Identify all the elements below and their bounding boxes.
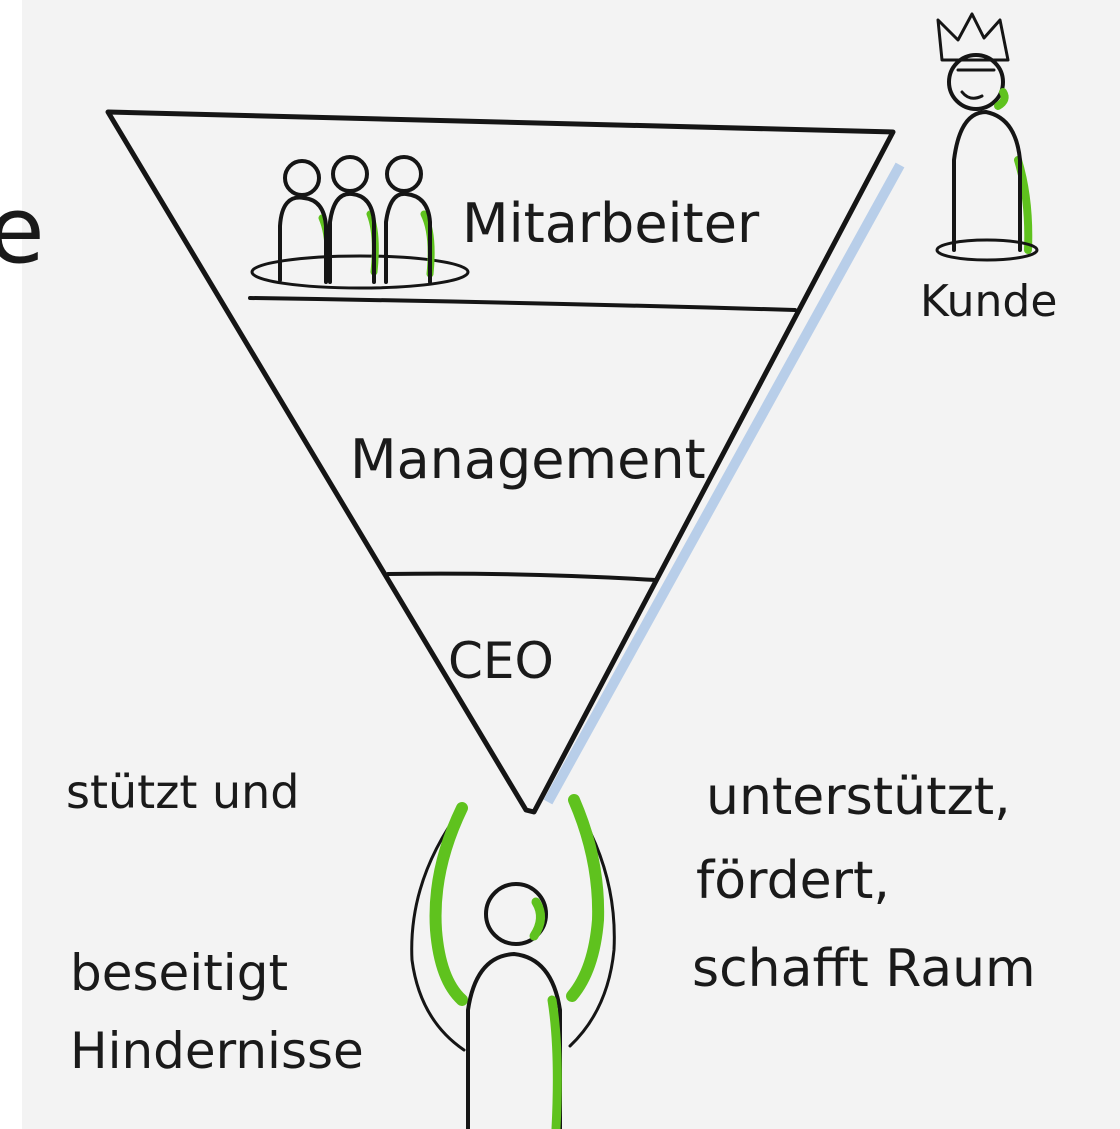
pyramid-shadow <box>543 162 905 805</box>
annotation-right-line-1: unterstützt, <box>706 767 1011 827</box>
annotation-right-line-3: schafft Raum <box>692 939 1036 999</box>
customer-head <box>947 53 1005 111</box>
left-margin <box>0 0 22 1129</box>
label-management: Management <box>350 428 706 491</box>
customer-body <box>952 110 1022 252</box>
employee-figure <box>328 155 379 284</box>
leader-left-arm-green <box>429 802 468 1006</box>
leader-body <box>466 952 562 1129</box>
leader-head <box>484 882 548 946</box>
inverted-pyramid <box>105 109 905 815</box>
label-ceo: CEO <box>448 632 554 690</box>
paper-background <box>22 0 1120 1129</box>
label-customer: Kunde <box>920 276 1057 327</box>
annotation-obstacles: Hindernisse <box>70 1022 364 1080</box>
leader-right-arm-green <box>566 794 605 1002</box>
employee-figure <box>384 155 435 284</box>
divider-top <box>248 296 797 312</box>
employees-platform <box>250 254 470 290</box>
leader-left-arm-outer <box>410 806 466 1052</box>
leader-figure-icon <box>410 794 616 1129</box>
pyramid-outline <box>105 109 896 815</box>
crown-icon <box>936 12 1010 62</box>
edge-letter-fragment: e <box>0 177 45 284</box>
annotation-right-line-2: fördert, <box>696 851 890 911</box>
customer-face <box>956 68 996 100</box>
divider-bottom <box>386 571 658 582</box>
customer-platform <box>935 238 1039 262</box>
customer-king-icon <box>935 12 1039 262</box>
employees-group-icon <box>250 155 470 290</box>
annotation-removes: beseitigt <box>70 944 288 1002</box>
annotation-supports: stützt und <box>66 765 300 819</box>
label-employees: Mitarbeiter <box>462 192 760 255</box>
